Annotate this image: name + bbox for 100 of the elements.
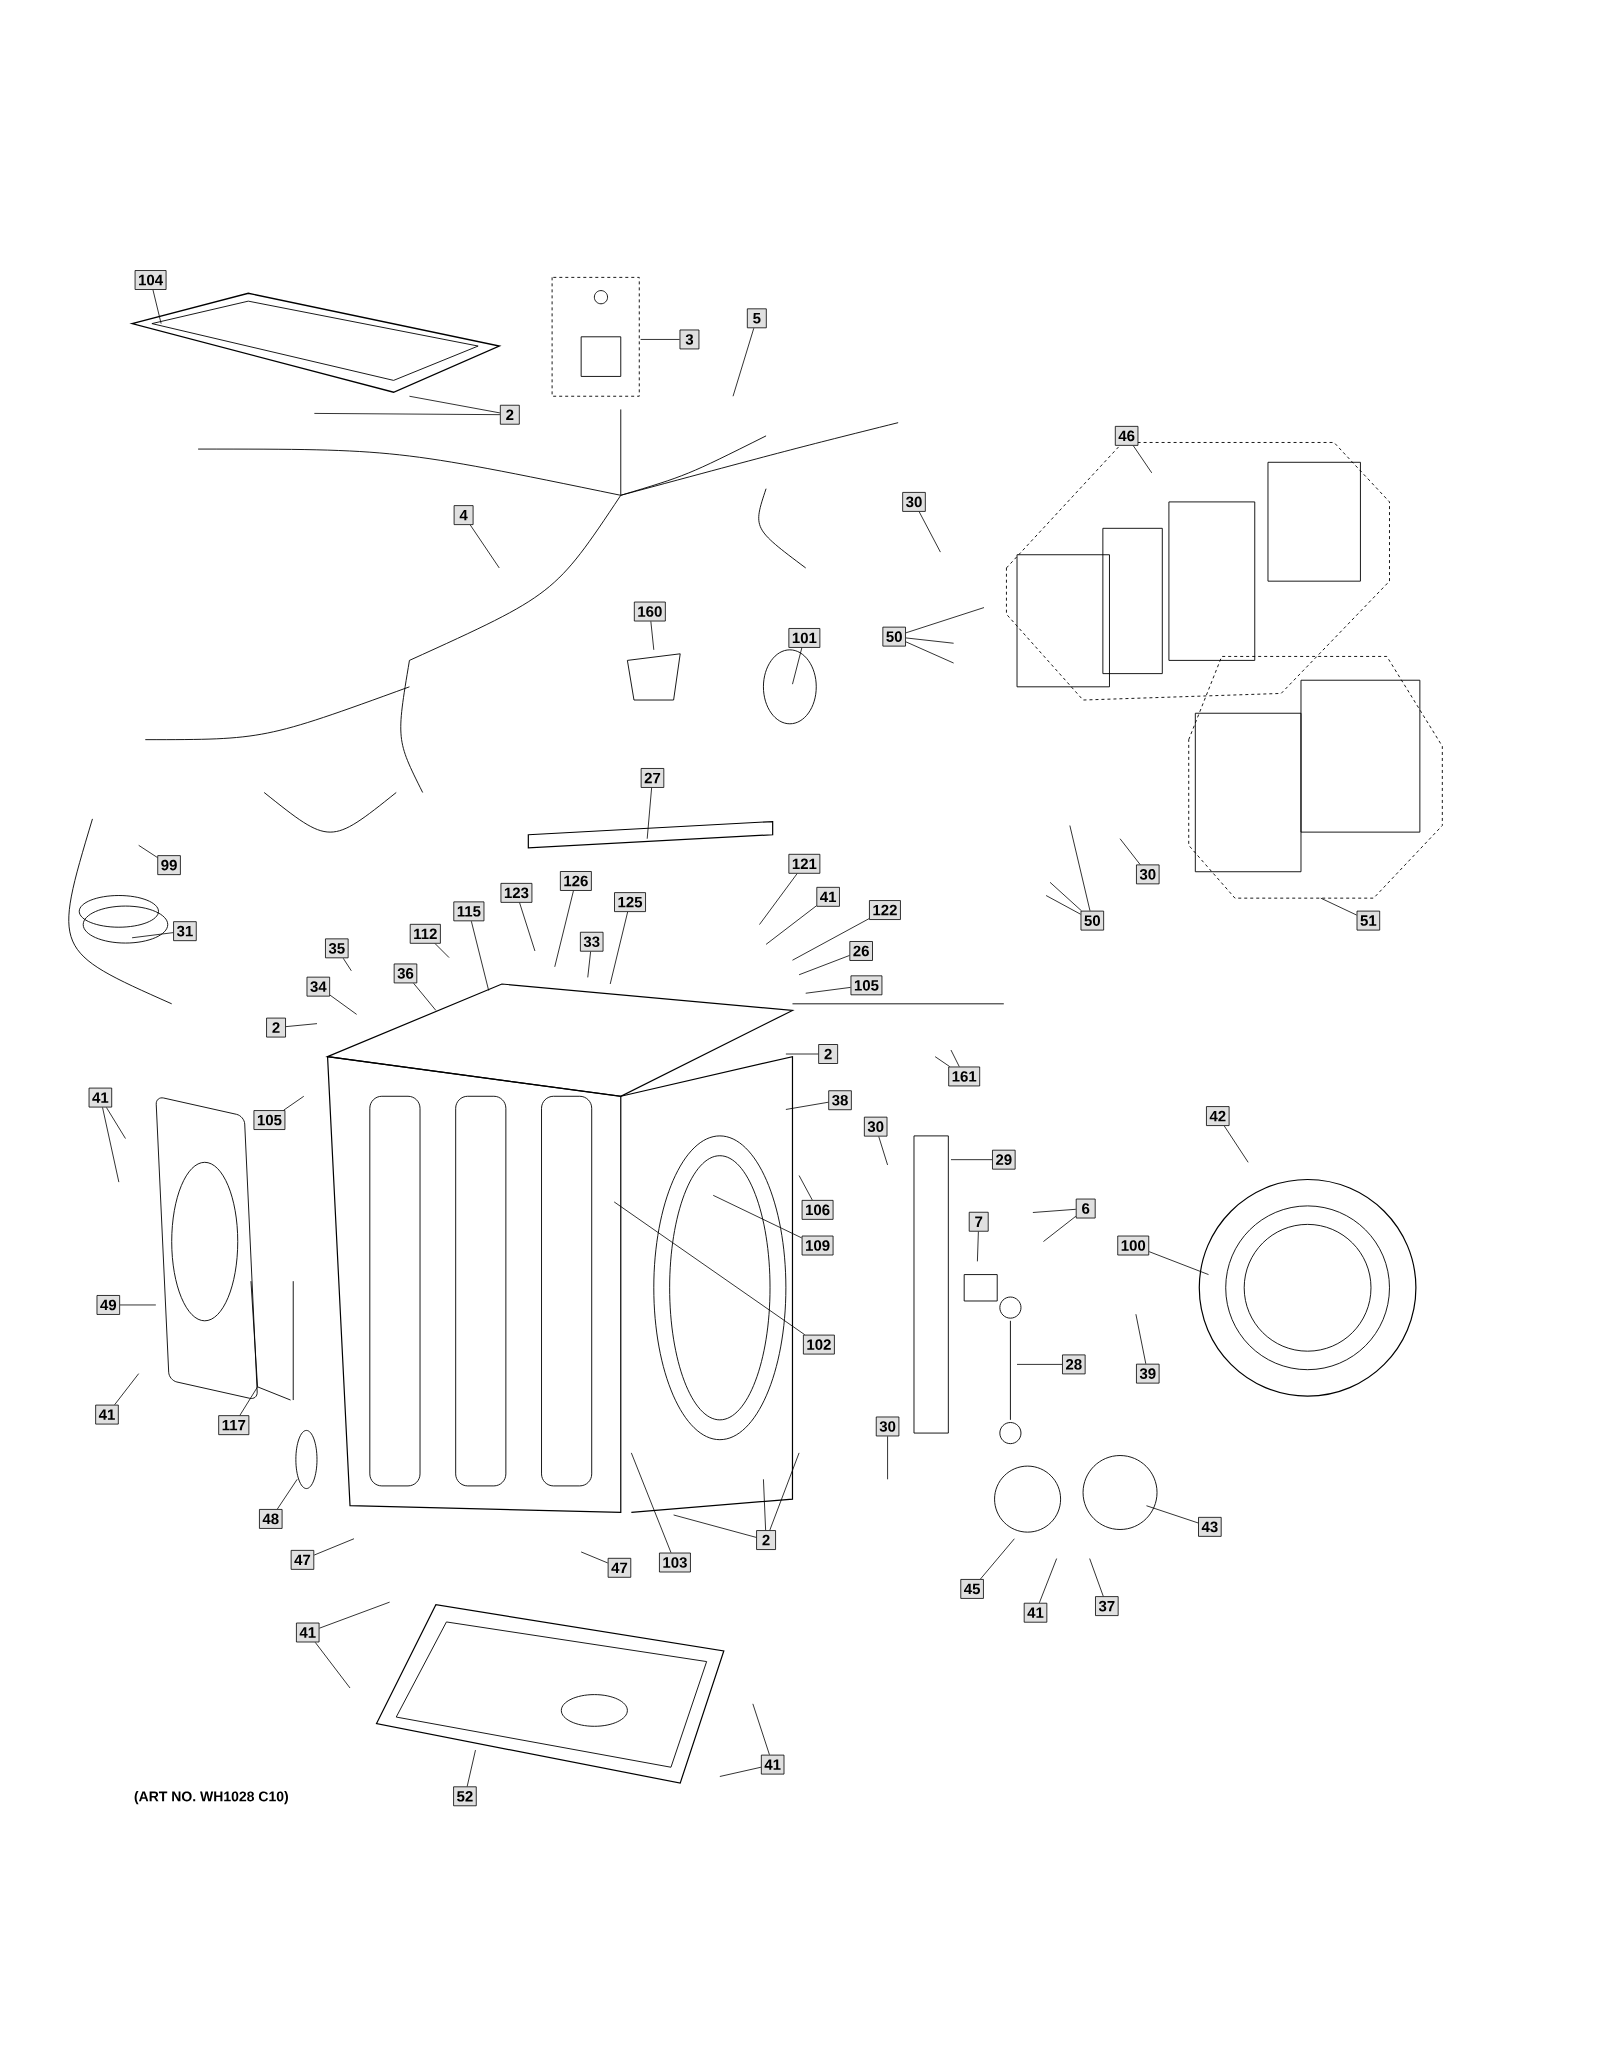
leader-line [609,911,628,985]
callout-number: 104 [134,270,167,290]
leader-line [131,932,174,939]
art-number-note: (ART NO. WH1028 C10) [134,1791,288,1805]
callout-number: 99 [157,855,181,876]
callout-number: 5 [746,308,767,329]
leader-line [1016,1364,1063,1365]
leader-line [318,1601,390,1629]
leader-line [950,1159,993,1161]
callout-number: 105 [253,1110,286,1130]
leader-line [138,844,158,858]
callout-number: 41 [295,1622,320,1643]
leader-line [313,1538,355,1556]
leader-line [119,1304,156,1306]
callout-number: 121 [788,853,821,874]
callout-number: 30 [875,1416,900,1437]
leader-line [762,1478,766,1531]
callout-number: 4 [453,505,474,525]
leader-line [329,994,357,1015]
leader-line [791,647,802,685]
callout-number: 2 [265,1017,286,1038]
callout-number: 26 [849,941,873,961]
callout-number: 7 [968,1211,989,1232]
callout-number: 34 [306,976,330,997]
leader-line [342,957,352,972]
leader-line [239,1386,258,1416]
leader-line [639,339,680,340]
callout-number: 50 [882,626,906,647]
leader-line [672,1514,757,1538]
leader-line [805,987,851,994]
callout-number: 112 [409,923,441,944]
callout-number: 100 [1117,1235,1149,1256]
callout-number: 2 [755,1530,776,1550]
callout-number: 102 [802,1334,835,1355]
leader-line [1132,445,1152,474]
callout-number: 41 [816,886,840,907]
callout-number: 36 [393,963,417,984]
callout-number: 52 [452,1786,477,1807]
callout-number: 50 [1080,910,1104,931]
leader-line [276,1478,298,1510]
callout-number: 3 [679,329,700,350]
leader-line [613,1201,805,1336]
leader-line [518,902,536,952]
leader-line [712,1194,802,1239]
leader-line [413,982,437,1011]
leader-line [1320,897,1357,916]
leader-line [886,1435,888,1480]
leader-line [765,905,817,945]
leader-line [469,524,500,569]
callout-number: 37 [1094,1596,1119,1616]
callout-number: 39 [1135,1363,1160,1384]
leader-line [470,920,489,991]
leader-line [554,890,574,968]
leader-line [1069,825,1091,912]
callout-number: 30 [902,492,926,512]
leader-line [105,1107,126,1139]
leader-line [905,641,954,664]
leader-line [934,1056,950,1067]
callout-number: 122 [868,900,901,920]
leader-line [1038,1558,1057,1604]
callout-number: 123 [500,882,533,903]
leader-line [758,873,798,925]
leader-line [101,1107,120,1183]
leader-line [1145,1505,1199,1524]
callout-number: 126 [559,871,592,891]
leader-line [650,621,654,651]
leader-line [719,1766,762,1777]
callout-number: 161 [948,1066,980,1087]
callout-number: 33 [579,931,604,952]
callout-number: 106 [801,1199,834,1220]
callout-number: 117 [218,1415,250,1436]
leader-line [313,413,501,416]
callout-number: 41 [88,1087,112,1108]
leader-line [1045,895,1081,915]
callout-number: 105 [850,975,883,996]
callout-number: 6 [1075,1198,1096,1219]
callout-number: 160 [633,601,666,622]
callout-number: 35 [324,938,349,959]
leader-line [1119,838,1141,865]
leader-line [769,1452,800,1531]
callout-number: 46 [1114,425,1139,446]
leader-line [466,1749,476,1787]
callout-number: 101 [788,628,821,648]
leader-line [918,511,941,553]
leader-line [646,787,652,840]
leader-line [785,1053,819,1055]
callout-number: 109 [801,1235,834,1256]
callout-number: 41 [95,1404,119,1425]
callout-number: 125 [613,892,646,912]
callout-number: 48 [258,1509,283,1529]
callout-number: 28 [1061,1354,1086,1375]
leader-line [1049,881,1082,912]
leader-line [434,943,450,958]
leader-line [114,1373,139,1406]
callout-number: 115 [453,901,485,922]
callout-number: 41 [760,1754,785,1775]
leader-line [283,1095,304,1111]
leader-line [752,1703,770,1756]
leader-line [314,1642,351,1689]
callout-number: 41 [1023,1602,1047,1623]
